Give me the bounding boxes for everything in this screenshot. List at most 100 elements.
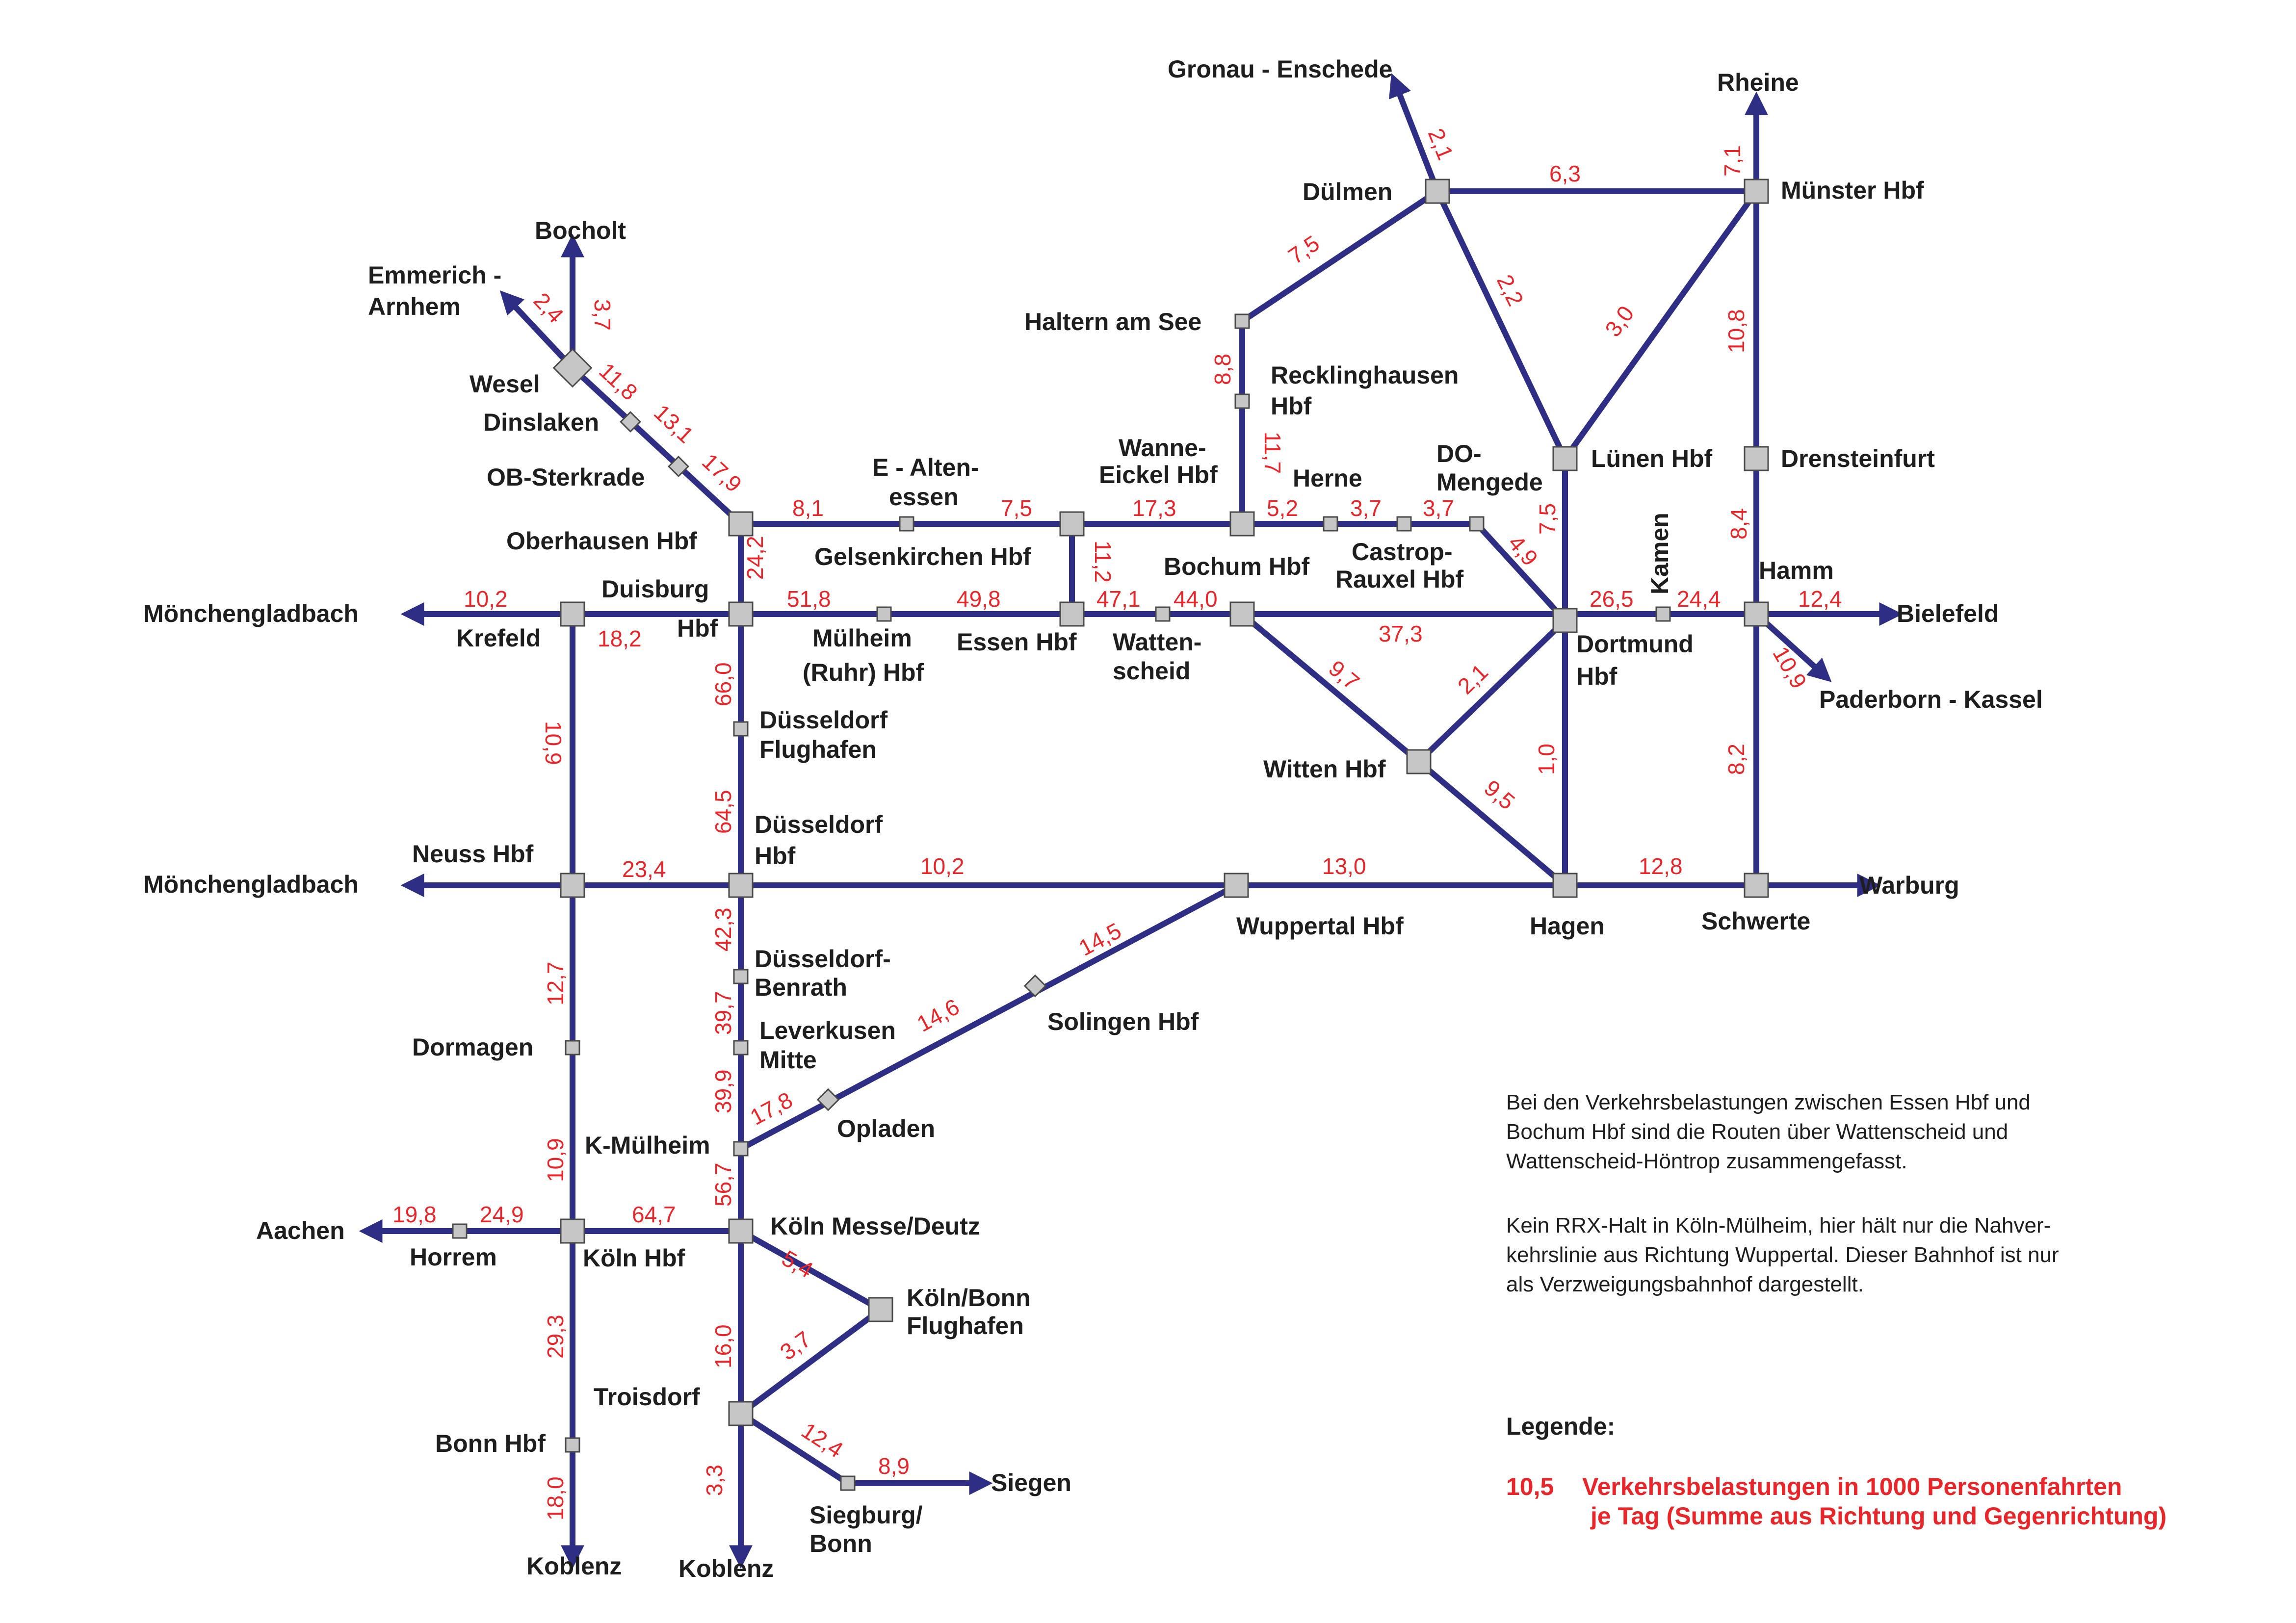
label-essen: Essen Hbf (957, 628, 1077, 656)
station-dormagen[interactable] (565, 1040, 580, 1056)
label-duesseldorf-2: Hbf (755, 842, 796, 870)
note-2-line-2: kehrslinie aus Richtung Wuppertal. Diese… (1506, 1243, 2059, 1267)
load-value: 10,2 (920, 853, 965, 879)
station-hagen[interactable] (1552, 873, 1578, 898)
station-benrath[interactable] (733, 969, 749, 984)
station-wanne-eickel[interactable] (1229, 511, 1255, 537)
station-essen[interactable] (1059, 601, 1085, 627)
station-siegburg[interactable] (840, 1475, 856, 1491)
note-1-line-2: Bochum Hbf sind die Routen über Wattensc… (1506, 1120, 2008, 1144)
station-dus-flughafen[interactable] (733, 721, 749, 737)
station-wuppertal[interactable] (1224, 873, 1249, 898)
load-value: 3,3 (702, 1465, 727, 1496)
label-castrop-1: Castrop- (1352, 538, 1453, 566)
label-bochum: Bochum Hbf (1164, 553, 1310, 580)
station-koeln-messe[interactable] (728, 1218, 754, 1244)
station-oberhausen[interactable] (728, 511, 754, 537)
station-kamen[interactable] (1655, 606, 1671, 622)
label-wanne-2: Eickel Hbf (1099, 461, 1218, 489)
line-wesel-emmerich (499, 290, 575, 370)
note-2-line-1: Kein RRX-Halt in Köln-Mülheim, hier hält… (1506, 1213, 2051, 1237)
label-gronau: Gronau - Enschede (1168, 55, 1392, 83)
label-hamm: Hamm (1759, 557, 1834, 584)
label-haltern: Haltern am See (1024, 308, 1201, 335)
station-krefeld[interactable] (560, 601, 585, 627)
station-schwerte[interactable] (1744, 873, 1769, 898)
label-schwerte: Schwerte (1701, 907, 1810, 935)
station-bochum[interactable] (1229, 601, 1255, 627)
station-drensteinfurt[interactable] (1744, 446, 1769, 471)
notes: Bei den Verkehrsbelastungen zwischen Ess… (1506, 1090, 2059, 1296)
station-duesseldorf[interactable] (728, 873, 754, 898)
station-hamm[interactable] (1744, 601, 1769, 627)
load-value: 39,7 (710, 991, 736, 1035)
station-solingen[interactable] (1023, 974, 1047, 998)
label-aachen: Aachen (256, 1217, 345, 1244)
line-duelmen-luenen (1435, 190, 1568, 460)
station-herne[interactable] (1323, 516, 1338, 532)
load-value: 64,7 (632, 1202, 676, 1227)
label-duelmen: Dülmen (1303, 178, 1392, 206)
station-e-altenessen[interactable] (899, 516, 914, 532)
load-value: 49,8 (957, 586, 1001, 612)
label-cgn-2: Flughafen (907, 1312, 1024, 1340)
station-gelsenkirchen[interactable] (1059, 511, 1085, 537)
label-oberhausen: Oberhausen Hbf (506, 527, 697, 555)
load-value: 8,8 (1210, 354, 1235, 385)
label-luenen: Lünen Hbf (1591, 445, 1713, 472)
station-horrem[interactable] (452, 1223, 468, 1239)
load-value: 18,2 (598, 626, 642, 651)
load-value: 12,4 (1798, 586, 1842, 612)
load-value: 24,2 (742, 536, 768, 580)
label-bocholt: Bocholt (535, 217, 626, 244)
label-gelsenkirchen: Gelsenkirchen Hbf (814, 543, 1031, 570)
station-duisburg[interactable] (728, 601, 754, 627)
station-witten[interactable] (1406, 749, 1432, 774)
station-do-mengede[interactable] (1469, 516, 1485, 532)
load-value: 42,3 (710, 907, 736, 952)
label-muelheim-1: Mülheim (812, 624, 912, 652)
note-1-line-1: Bei den Verkehrsbelastungen zwischen Ess… (1506, 1090, 2031, 1114)
station-wattenscheid[interactable] (1155, 606, 1171, 622)
label-emmerich-1: Emmerich - (368, 261, 501, 289)
line-troisdorf-siegen (739, 1411, 850, 1486)
station-castrop-rauxel[interactable] (1396, 516, 1412, 532)
station-dinslaken[interactable] (620, 411, 641, 433)
station-neuss[interactable] (560, 873, 585, 898)
station-luenen[interactable] (1552, 446, 1578, 471)
station-haltern[interactable] (1234, 313, 1250, 329)
label-dus-flughafen-1: Düsseldorf (759, 706, 888, 734)
label-e-altenessen-2: essen (889, 483, 959, 511)
station-recklinghausen[interactable] (1234, 393, 1250, 409)
station-opladen[interactable] (816, 1088, 840, 1111)
station-bonn[interactable] (565, 1437, 580, 1453)
load-value: 64,5 (710, 790, 736, 834)
load-value: 16,0 (710, 1324, 736, 1368)
load-value: 10,2 (464, 586, 508, 612)
label-duisburg-1: Duisburg (601, 575, 709, 603)
load-value: 8,2 (1723, 744, 1749, 775)
station-ob-sterkrade[interactable] (668, 456, 689, 477)
station-leverkusen[interactable] (733, 1040, 749, 1056)
station-duelmen[interactable] (1425, 179, 1450, 204)
station-muenster[interactable] (1744, 179, 1769, 204)
station-dortmund[interactable] (1552, 608, 1578, 633)
station-troisdorf[interactable] (728, 1401, 754, 1426)
station-koeln-hbf[interactable] (560, 1218, 585, 1244)
load-value: 10,8 (1723, 309, 1749, 353)
station-k-muelheim[interactable] (733, 1141, 749, 1157)
label-witten: Witten Hbf (1263, 755, 1386, 783)
station-cgn-flughafen[interactable] (868, 1297, 893, 1322)
load-value: 2,4 (529, 287, 569, 328)
label-siegburg-1: Siegburg/ (809, 1501, 923, 1529)
label-herne: Herne (1293, 464, 1362, 492)
load-value: 18,0 (543, 1476, 568, 1520)
label-bonn: Bonn Hbf (435, 1430, 546, 1457)
legend: Legende: 10,5 Verkehrsbelastungen in 100… (1506, 1413, 2166, 1530)
load-value: 11,2 (1090, 541, 1116, 583)
station-wesel[interactable] (552, 348, 593, 388)
station-muelheim[interactable] (876, 606, 892, 622)
label-benrath-1: Düsseldorf- (755, 945, 891, 973)
load-value: 37,3 (1379, 621, 1423, 646)
line-messe-cgn (739, 1228, 882, 1313)
